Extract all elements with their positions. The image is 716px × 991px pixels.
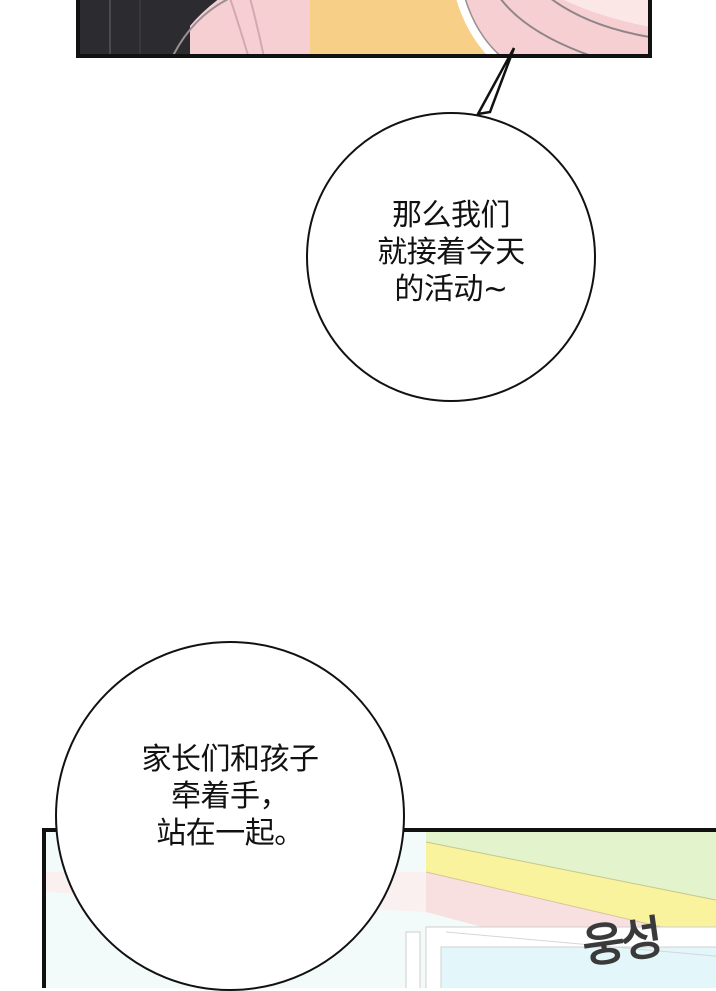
speech-bubble-1-text: 那么我们 就接着今天 的活动~ (377, 197, 525, 307)
speech-bubble-2: 家长们和孩子 牵着手， 站在一起。 (55, 641, 405, 991)
top-panel-artwork (80, 0, 648, 54)
top-comic-panel (76, 0, 652, 58)
speech-bubble-2-text: 家长们和孩子 牵着手， 站在一起。 (141, 741, 320, 851)
sound-effect-text: 웅성 (579, 909, 663, 975)
speech-bubble-1: 那么我们 就接着今天 的活动~ (306, 112, 596, 402)
